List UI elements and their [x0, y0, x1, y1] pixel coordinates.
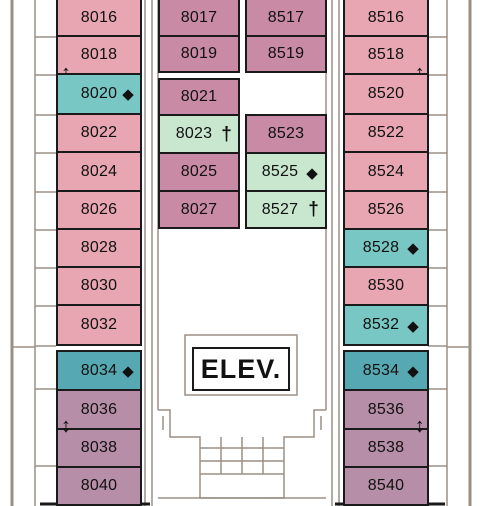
cabin-8032[interactable]: 8032 — [56, 304, 142, 346]
cabin-number: 8532 — [362, 316, 400, 333]
connecting-arrow-icon: ↕ — [414, 415, 425, 437]
cabin-number: 8538 — [367, 439, 405, 456]
cabin-8526[interactable]: 8526 — [343, 190, 429, 230]
cabin-8028[interactable]: 8028 — [56, 228, 142, 268]
cabin-8534[interactable]: 8534 ◆ — [343, 350, 429, 391]
cabin-8021[interactable]: 8021 — [158, 78, 240, 116]
cabin-number: 8534 — [362, 361, 400, 379]
cabin-number: 8027 — [180, 200, 218, 218]
cabin-8020[interactable]: 8020 ◆ — [56, 73, 142, 115]
cabin-8036[interactable]: 8036 — [56, 389, 142, 430]
cabin-8025[interactable]: 8025 — [158, 152, 240, 192]
cabin-8517[interactable]: 8517 — [245, 0, 327, 37]
cabin-8018[interactable]: 8018 ↕ — [56, 35, 142, 83]
cabin-8520[interactable]: 8520 — [343, 73, 429, 115]
cabin-number: 8536 — [367, 400, 405, 418]
cabin-8536[interactable]: 8536 — [343, 389, 429, 430]
cabin-number: 8032 — [80, 316, 118, 333]
cabin-number: 8524 — [367, 162, 405, 180]
cabin-8023[interactable]: 8023 † — [158, 114, 240, 154]
cabin-number: 8017 — [180, 8, 218, 26]
cabin-number: 8016 — [80, 8, 118, 26]
cabin-8538[interactable]: 8538 ↕ — [343, 416, 429, 468]
cabin-8516[interactable]: 8516 — [343, 0, 429, 37]
cabin-number: 8022 — [80, 124, 118, 141]
cabin-number: 8038 — [80, 439, 118, 456]
cabin-8034[interactable]: 8034 ◆ — [56, 350, 142, 391]
cabin-number: 8024 — [80, 162, 118, 180]
cabin-number: 8523 — [267, 125, 305, 142]
cabin-number: 8034 — [80, 361, 118, 379]
cabin-number: 8525 — [261, 163, 299, 180]
cabin-number: 8030 — [80, 277, 118, 294]
cabin-number: 8522 — [367, 124, 405, 141]
cabin-number: 8019 — [180, 45, 218, 62]
cabin-8525[interactable]: 8525 ◆ — [245, 152, 327, 192]
diamond-icon: ◆ — [122, 363, 134, 380]
cabin-8038[interactable]: 8038 ↕ — [56, 416, 142, 468]
cabin-8027[interactable]: 8027 — [158, 190, 240, 229]
diamond-icon: ◆ — [306, 165, 318, 182]
cabin-8017[interactable]: 8017 — [158, 0, 240, 37]
cabin-number: 8517 — [267, 8, 305, 26]
cabin-number: 8020 — [80, 85, 118, 102]
cabin-8030[interactable]: 8030 — [56, 266, 142, 306]
diamond-icon: ◆ — [407, 318, 419, 335]
cabin-8530[interactable]: 8530 — [343, 266, 429, 306]
cabin-8528[interactable]: 8528 ◆ — [343, 228, 429, 268]
cabin-number: 8516 — [367, 8, 405, 26]
cabin-number: 8527 — [261, 200, 299, 218]
cabin-number: 8036 — [80, 400, 118, 418]
dagger-icon: † — [308, 199, 319, 220]
cabin-number: 8518 — [367, 46, 405, 63]
cabin-number: 8530 — [367, 277, 405, 294]
cabin-8518[interactable]: 8518 ↕ — [343, 35, 429, 83]
cabin-8524[interactable]: 8524 — [343, 151, 429, 192]
cabin-number: 8040 — [80, 477, 118, 494]
cabin-8532[interactable]: 8532 ◆ — [343, 304, 429, 346]
cabin-8522[interactable]: 8522 — [343, 113, 429, 153]
cabin-8540[interactable]: 8540 — [343, 466, 429, 506]
connecting-arrow-icon: ↕ — [61, 415, 72, 437]
cabin-8026[interactable]: 8026 — [56, 190, 142, 230]
cabin-8019[interactable]: 8019 — [158, 35, 240, 73]
diamond-icon: ◆ — [407, 363, 419, 380]
cabin-number: 8526 — [367, 201, 405, 218]
cabin-number: 8528 — [362, 239, 400, 256]
cabin-number: 8026 — [80, 201, 118, 218]
cabin-8024[interactable]: 8024 — [56, 151, 142, 192]
diamond-icon: ◆ — [122, 86, 134, 103]
cabin-number: 8028 — [80, 239, 118, 256]
cabin-number: 8025 — [180, 163, 218, 180]
cabin-number: 8021 — [180, 88, 218, 105]
cabin-number: 8520 — [367, 85, 405, 102]
diamond-icon: ◆ — [407, 240, 419, 257]
cabin-8519[interactable]: 8519 — [245, 35, 327, 73]
cabin-number: 8018 — [80, 46, 118, 63]
dagger-icon: † — [221, 124, 232, 145]
elevator-label: ELEV. — [192, 347, 290, 391]
cabin-8523[interactable]: 8523 — [245, 114, 327, 154]
cabin-8040[interactable]: 8040 — [56, 466, 142, 506]
cabin-8022[interactable]: 8022 — [56, 113, 142, 153]
cabin-number: 8519 — [267, 45, 305, 62]
cabin-8527[interactable]: 8527 † — [245, 190, 327, 229]
cabin-number: 8023 — [175, 125, 213, 142]
cabin-8016[interactable]: 8016 — [56, 0, 142, 37]
cabin-number: 8540 — [367, 477, 405, 494]
